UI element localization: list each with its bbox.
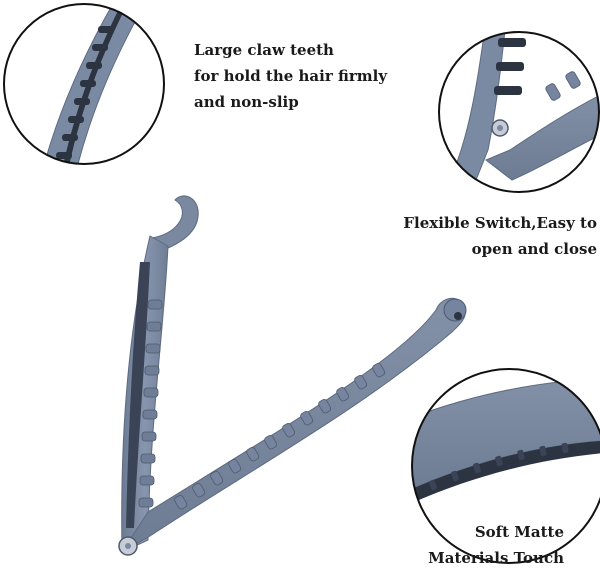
caption-switch-line1: Flexible Switch,Easy to [403,214,597,232]
caption-claw-teeth-line2: for hold the hair firmly [194,67,388,85]
caption-soft-matte: Soft Matte Materials Touch [428,519,564,571]
caption-claw-teeth-line3: and non-slip [194,93,299,111]
clip-left-arm-channel [126,262,150,528]
caption-claw-teeth-line1: Large claw teeth [194,41,334,59]
zoom-teeth-detail [3,3,165,165]
clip-right-teeth [174,363,386,510]
caption-matte-line2: Materials Touch [428,549,564,567]
caption-switch-line2: open and close [471,240,597,258]
clip-top-hook [150,195,199,249]
zoom-matte-detail [411,368,600,564]
clip-left-teeth [138,299,163,508]
caption-matte-line1: Soft Matte [474,523,564,541]
zoom-switch-detail [438,31,600,193]
caption-claw-teeth: Large claw teeth for hold the hair firml… [194,37,387,115]
banana-clip [118,195,467,556]
clip-right-arm [121,297,466,553]
caption-flexible-switch: Flexible Switch,Easy to open and close [403,210,597,262]
